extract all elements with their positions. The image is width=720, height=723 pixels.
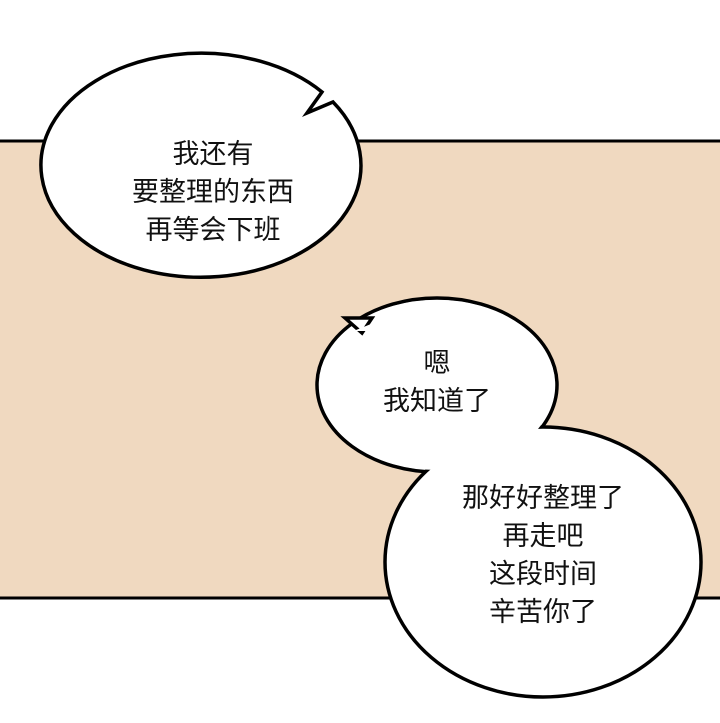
bubble-3-text: 那好好整理了 再走吧 这段时间 辛苦你了	[413, 480, 673, 632]
text-line: 那好好整理了	[462, 483, 624, 514]
text-line: 再等会下班	[145, 215, 281, 246]
text-line: 嗯	[423, 348, 451, 379]
bubble-1-text: 我还有 要整理的东西 再等会下班	[83, 136, 343, 250]
text-line: 辛苦你了	[489, 597, 597, 628]
speech-bubble-1	[39, 51, 363, 279]
bubble-2-text: 嗯 我知道了	[337, 345, 537, 421]
text-line: 我知道了	[383, 386, 491, 417]
speech-bubble-2	[315, 296, 703, 699]
text-line: 我还有	[172, 139, 254, 170]
text-line: 这段时间	[489, 559, 597, 590]
text-line: 再走吧	[502, 521, 584, 552]
text-line: 要整理的东西	[132, 177, 294, 208]
